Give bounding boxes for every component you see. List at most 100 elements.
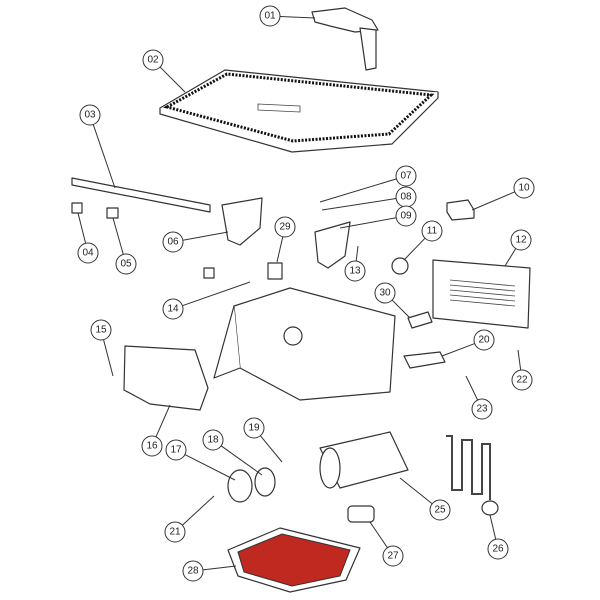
callout-circle <box>382 545 404 567</box>
callout-circle <box>473 329 495 351</box>
part-pulley-hub <box>254 467 276 497</box>
callout-07: 07 <box>319 165 417 203</box>
leader-line <box>517 349 522 371</box>
callout-circle <box>374 282 396 304</box>
part-plate-small <box>106 207 119 219</box>
part-knob <box>391 257 409 275</box>
callout-circle <box>344 260 366 282</box>
part-drip-tray <box>227 527 361 593</box>
callout-circle <box>243 417 265 439</box>
callout-number: 20 <box>478 335 490 346</box>
leader-line <box>77 212 87 244</box>
leader-line <box>202 565 237 571</box>
part-front-grille <box>432 259 531 329</box>
callout-number: 14 <box>167 304 179 315</box>
callout-circle <box>395 165 417 187</box>
callout-circle <box>511 369 533 391</box>
part-capacitor <box>347 505 375 523</box>
leader-line <box>112 217 124 255</box>
leader-line <box>321 198 397 211</box>
callout-28: 28 <box>182 560 237 582</box>
callout-circle <box>142 49 164 71</box>
callout-number: 19 <box>248 423 260 434</box>
callout-circle <box>202 429 224 451</box>
leader-line <box>471 191 515 211</box>
part-connector <box>203 267 215 279</box>
callout-13: 13 <box>344 245 366 282</box>
callout-circle <box>141 435 163 457</box>
callout-number: 27 <box>387 551 399 562</box>
callout-02: 02 <box>142 49 186 93</box>
leader-line <box>489 514 497 540</box>
leader-line <box>391 299 411 319</box>
part-shaft <box>407 311 433 329</box>
callout-number: 07 <box>400 171 412 182</box>
callout-27: 27 <box>369 521 404 567</box>
callout-circle <box>115 253 137 275</box>
leader-line <box>259 435 283 463</box>
callout-21: 21 <box>164 495 215 543</box>
callout-number: 09 <box>400 211 412 222</box>
leader-line <box>103 339 114 377</box>
leader-line <box>319 178 397 203</box>
leader-line <box>339 217 397 229</box>
leader-line <box>155 404 171 438</box>
part-right-cover <box>314 221 351 269</box>
callout-04: 04 <box>77 212 99 264</box>
part-chassis-frame <box>213 287 396 401</box>
leader-line <box>182 495 215 526</box>
part-left-cover <box>221 197 263 246</box>
part-thermostat <box>481 500 499 516</box>
callout-number: 15 <box>95 325 107 336</box>
callout-18: 18 <box>202 429 263 476</box>
leader-line <box>279 15 316 19</box>
callout-01: 01 <box>259 5 316 27</box>
callout-number: 12 <box>515 235 527 246</box>
callout-number: 29 <box>279 222 291 233</box>
callout-number: 05 <box>120 259 132 270</box>
part-handle <box>311 7 379 71</box>
callout-number: 16 <box>146 441 158 452</box>
callout-circle <box>164 521 186 543</box>
callout-circle <box>182 560 204 582</box>
leader-line <box>182 231 229 241</box>
callout-circle <box>421 220 443 242</box>
callout-number: 23 <box>476 404 488 415</box>
callout-08: 08 <box>321 186 417 211</box>
callout-16: 16 <box>141 404 171 457</box>
callout-number: 10 <box>518 183 530 194</box>
leader-line <box>441 343 475 357</box>
part-pulley <box>227 469 253 503</box>
callout-number: 26 <box>492 544 504 555</box>
callout-29: 29 <box>274 216 296 263</box>
part-motor <box>319 431 409 489</box>
callout-number: 06 <box>167 237 179 248</box>
callout-22: 22 <box>511 349 533 391</box>
callout-11: 11 <box>403 220 443 261</box>
callout-number: 17 <box>170 445 182 456</box>
callout-number: 25 <box>434 505 446 516</box>
leader-line <box>182 281 251 307</box>
callout-circle <box>429 499 451 521</box>
leader-line <box>159 66 186 93</box>
callout-circle <box>162 298 184 320</box>
callout-14: 14 <box>162 281 251 320</box>
callout-circle <box>274 216 296 238</box>
part-side-cover <box>123 345 209 411</box>
callout-number: 22 <box>516 375 528 386</box>
callout-23: 23 <box>465 375 493 420</box>
leader-line <box>92 124 116 189</box>
leader-line <box>504 248 517 267</box>
callout-circle <box>90 319 112 341</box>
callout-09: 09 <box>339 205 417 229</box>
callout-number: 28 <box>187 566 199 577</box>
callout-circle <box>471 398 493 420</box>
callout-number: 02 <box>147 55 159 66</box>
callout-15: 15 <box>90 319 114 377</box>
part-clip <box>71 202 83 214</box>
part-relay <box>267 262 283 280</box>
callout-number: 30 <box>379 288 391 299</box>
leader-line <box>403 237 426 261</box>
callout-number: 04 <box>82 248 94 259</box>
part-bracket <box>71 177 211 213</box>
